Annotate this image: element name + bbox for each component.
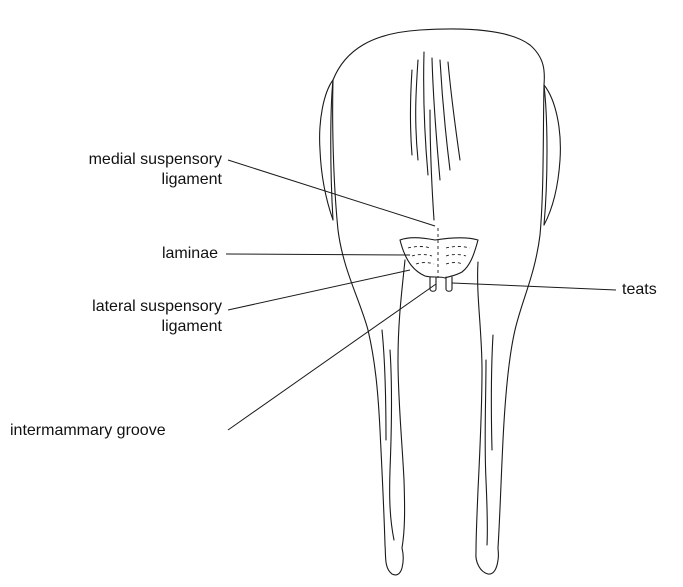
medial-label-line2: ligament xyxy=(0,170,222,190)
laminae-leader xyxy=(226,254,410,255)
lateral-label-line1: lateral suspensory xyxy=(0,297,222,317)
intermammary-leader xyxy=(228,284,436,430)
laminae-label: laminae xyxy=(0,244,218,264)
right-leg-inner xyxy=(476,262,482,552)
left-hoof xyxy=(385,545,403,575)
cow-rear-outline xyxy=(320,29,561,575)
teats-leader xyxy=(452,283,616,290)
label-laminae: laminae xyxy=(0,244,218,264)
rump-outline xyxy=(333,29,544,85)
label-medial-suspensory-ligament: medial suspensory ligament xyxy=(0,150,222,190)
lateral-label-line2: ligament xyxy=(0,317,222,337)
label-teats: teats xyxy=(622,280,657,300)
right-hip-inner xyxy=(544,85,547,225)
udder-outline xyxy=(400,238,478,278)
left-leg-inner xyxy=(398,260,405,548)
udder-internal-structures xyxy=(408,228,470,278)
label-lateral-suspensory-ligament: lateral suspensory ligament xyxy=(0,297,222,337)
right-teat xyxy=(446,277,452,291)
lateral-leader xyxy=(228,270,410,310)
right-leg-outer xyxy=(498,85,544,548)
teats-label: teats xyxy=(622,280,657,300)
leader-lines xyxy=(226,160,616,430)
left-leg-outer xyxy=(333,80,385,545)
intermammary-label: intermammary groove xyxy=(10,421,166,441)
medial-label-line1: medial suspensory xyxy=(0,150,222,170)
label-intermammary-groove: intermammary groove xyxy=(10,421,166,441)
teats-drawing xyxy=(430,277,452,291)
right-hoof xyxy=(476,548,499,574)
